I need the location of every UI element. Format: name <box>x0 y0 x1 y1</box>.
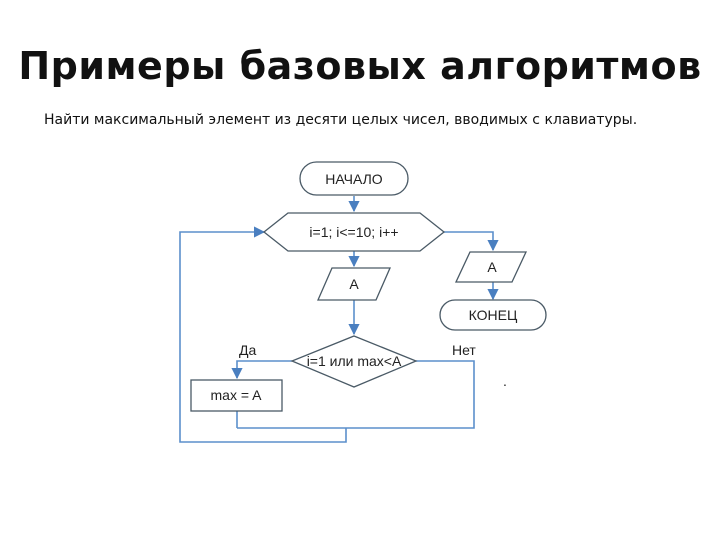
edge-merge-back <box>179 226 347 443</box>
output-parallelogram <box>454 251 528 283</box>
output-label: A <box>487 259 497 275</box>
loop-label: i=1; i<=10; i++ <box>309 224 398 240</box>
input-parallelogram <box>317 267 391 301</box>
decision-label: i=1 или max<A <box>307 353 402 369</box>
loop-hexagon <box>262 212 446 252</box>
slide-subtitle: Найти максимальный элемент из десяти цел… <box>44 112 638 128</box>
no-label: Нет <box>452 342 476 358</box>
input-label: A <box>349 276 359 292</box>
end-label: КОНЕЦ <box>469 307 518 323</box>
start-label: НАЧАЛО <box>325 171 383 187</box>
decision-diamond <box>290 335 418 388</box>
start-terminator <box>299 161 409 196</box>
end-terminator <box>439 299 547 331</box>
yes-label: Да <box>239 342 256 358</box>
edge-decision-yes <box>231 360 292 380</box>
assign-process <box>190 379 283 412</box>
assign-label: max = A <box>211 387 263 403</box>
edge-decision-no <box>237 360 475 429</box>
stray-dot: . <box>503 373 507 389</box>
connectors <box>179 196 499 443</box>
slide-title: Примеры базовых алгоритмов <box>18 44 702 88</box>
